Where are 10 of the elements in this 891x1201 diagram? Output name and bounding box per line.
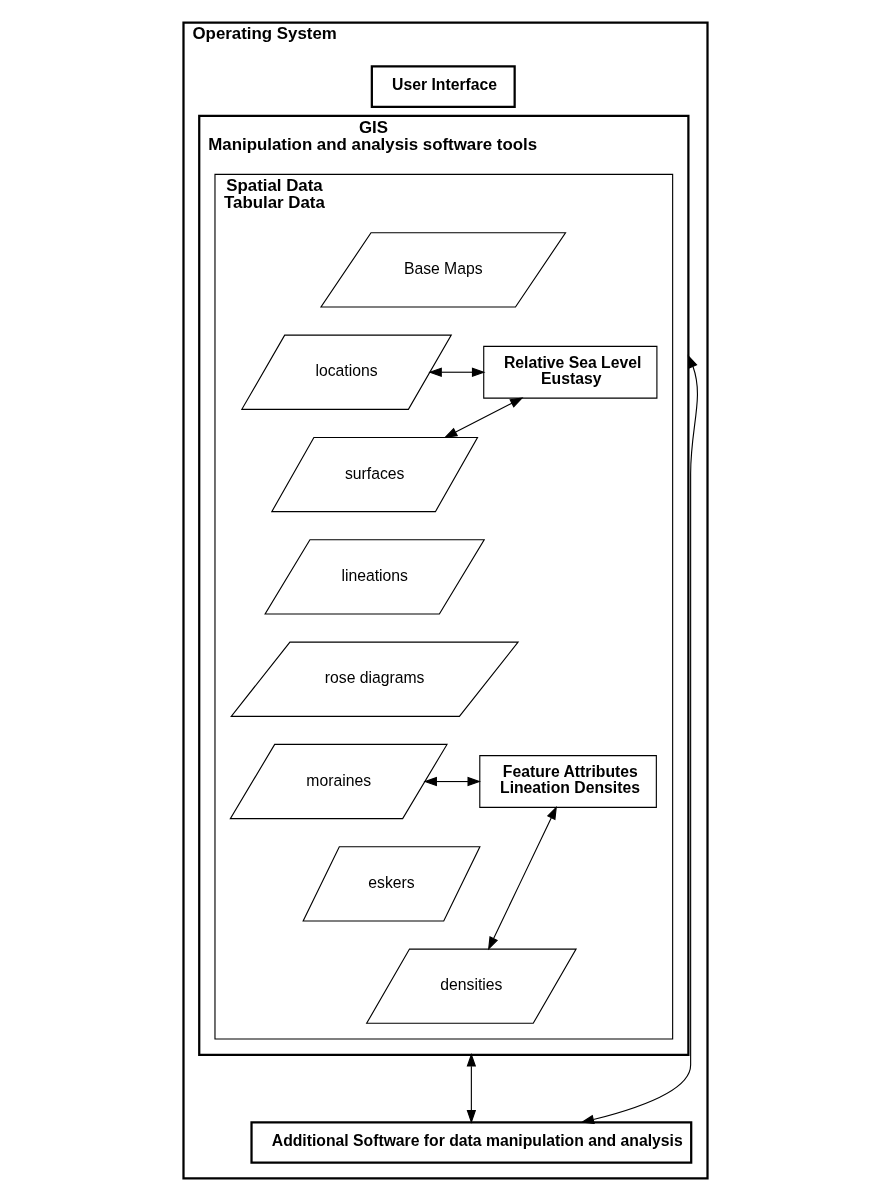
arrow bbox=[423, 776, 481, 787]
node-box: Feature Attributes Lineation Densites bbox=[479, 755, 657, 808]
node-box: User Interface bbox=[370, 65, 516, 108]
node-box: Additional Software for data manipulation and analysis bbox=[250, 1121, 693, 1164]
arrow bbox=[443, 397, 524, 439]
arrow bbox=[487, 805, 557, 951]
arrow bbox=[466, 1053, 477, 1124]
arrow bbox=[580, 354, 698, 1125]
arrow bbox=[428, 367, 486, 377]
node-box: Relative Sea Level Eustasy bbox=[483, 345, 658, 399]
